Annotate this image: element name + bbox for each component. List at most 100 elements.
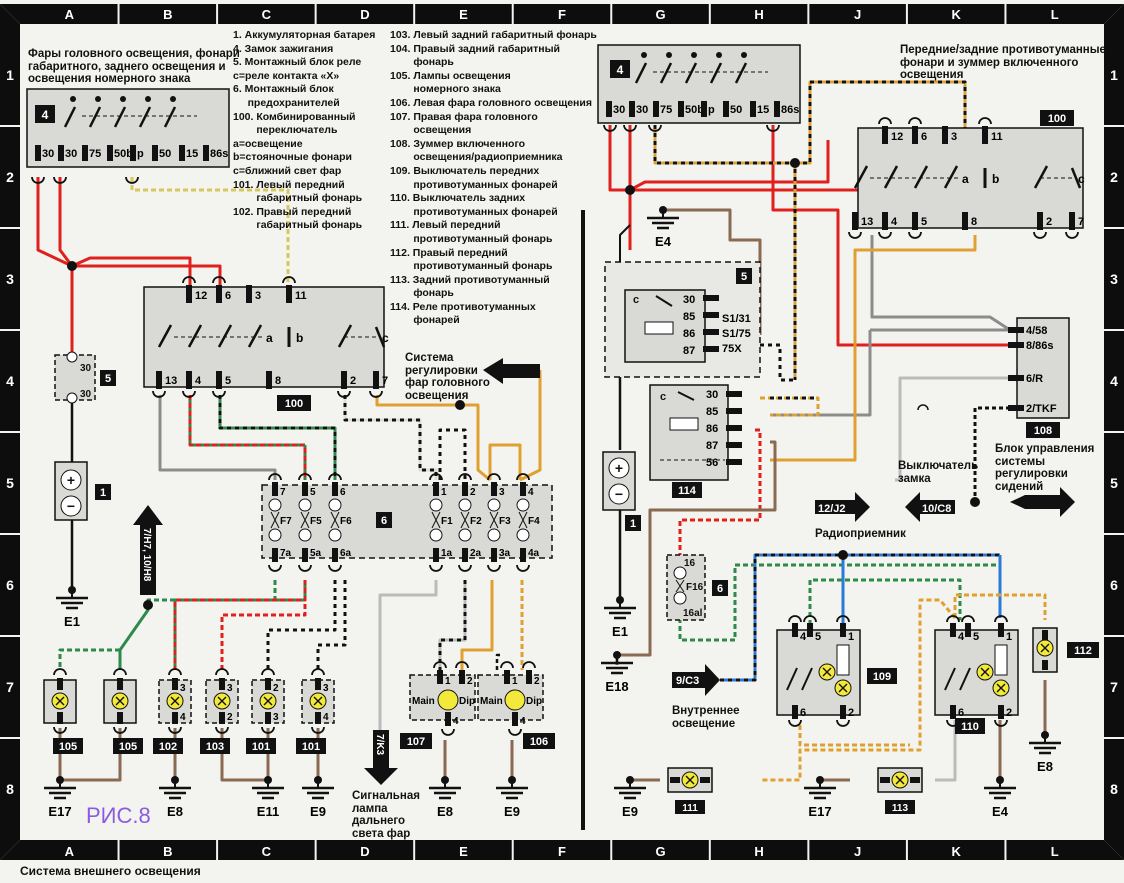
combo-top-pin <box>216 285 222 303</box>
fog-switch-pin-label: 6 <box>958 707 964 719</box>
socket <box>908 117 922 125</box>
headlamp-pin <box>504 670 510 684</box>
ignition-terminal-pin <box>35 145 41 161</box>
fuse-name: F2 <box>470 516 482 527</box>
ground-label: E9 <box>622 804 638 819</box>
column-label: E <box>459 844 468 859</box>
lamp-id-badge <box>296 738 326 754</box>
ignition-terminal-pin <box>203 145 209 161</box>
ignition-terminal-pin <box>774 101 780 117</box>
combo-bottom-pin <box>156 371 162 389</box>
combo-bottom-pin-label: 2 <box>350 375 356 387</box>
combo-bottom-pin <box>912 212 918 230</box>
lamp-bulb-icon <box>259 692 277 710</box>
fuse-link <box>460 511 470 529</box>
ignition-terminal-label: 50 <box>730 104 742 116</box>
lamp-pin <box>315 678 321 690</box>
fuse-out-label: 7a <box>280 548 292 559</box>
column-label: A <box>65 7 75 22</box>
fuse-out-label: 5a <box>310 548 322 559</box>
switch-node <box>641 52 647 58</box>
lamp-id-badge <box>153 738 183 754</box>
lamp-bulb-icon <box>309 692 327 710</box>
lamp-bulb-icon <box>213 692 231 710</box>
seat-arrow <box>1010 487 1075 517</box>
combo-bottom-pin <box>962 212 968 230</box>
switch-node <box>741 52 747 58</box>
fuse-pin <box>332 548 338 562</box>
ignition-terminal-label: 30 <box>42 148 54 160</box>
row-label: 8 <box>1110 781 1118 797</box>
fog-switch-pin-label: 5 <box>815 631 821 643</box>
arrow-up-ref: 7/H7, 10/H8 <box>133 505 163 595</box>
fog-switch-pin <box>965 623 971 637</box>
headlamp-id-badge <box>523 733 555 749</box>
fog-switch-pin <box>792 623 798 637</box>
ignition-terminal-pin <box>130 145 136 161</box>
ground-label: E17 <box>48 804 71 819</box>
ignition-terminal-label: 50 <box>159 148 171 160</box>
relay-contact <box>655 295 673 307</box>
ignition-terminal-pin <box>723 101 729 117</box>
right-section-title: Передние/задние противотуманные фонари и… <box>900 44 1106 81</box>
switch-node <box>95 96 101 102</box>
combo-contact <box>943 165 959 189</box>
headlamp-id: 106 <box>530 736 548 748</box>
combo-top-pin-label: 6 <box>225 290 231 302</box>
arrow-up-label: 7/H7, 10/H8 <box>141 528 152 582</box>
switch-contact <box>63 106 77 128</box>
combo-bottom-pin-label: 13 <box>165 375 177 387</box>
fog-switch-contact <box>786 667 798 691</box>
lamp-pin <box>265 712 271 724</box>
ignition-terminal-pin <box>750 101 756 117</box>
headlamp-leveling-arrow <box>483 358 540 384</box>
socket <box>908 231 922 239</box>
combo-contact <box>913 165 929 189</box>
ignition-terminal-pin <box>179 145 185 161</box>
ground-label: E4 <box>655 234 672 249</box>
switch-contact <box>709 62 723 84</box>
fuse-name: F5 <box>310 516 322 527</box>
lamp-pin <box>172 678 178 690</box>
combo-top-pin-label: 11 <box>991 131 1003 143</box>
row-label: 2 <box>1110 169 1118 185</box>
fuse-pin <box>462 482 468 496</box>
headlamp-id-badge <box>400 733 432 749</box>
headlamp-pin <box>526 670 532 684</box>
combo-function-label: b <box>296 331 303 345</box>
ignition-terminal-label: 75 <box>89 148 101 160</box>
ground-label: E9 <box>310 804 326 819</box>
fog-switch-pin <box>792 705 798 719</box>
fog-lamp-pin <box>700 777 710 783</box>
fuse-link <box>489 511 499 529</box>
ignition-terminal-label: 30 <box>636 104 648 116</box>
row-label: 4 <box>6 373 14 389</box>
relay-c-pin <box>703 295 719 301</box>
ground-symbol-icon <box>427 774 463 800</box>
combo-contact <box>247 324 263 348</box>
switch-node <box>120 96 126 102</box>
buzzer-pin <box>1008 405 1024 411</box>
socket <box>369 390 383 398</box>
socket <box>458 564 472 572</box>
fuse-pin <box>520 482 526 496</box>
lamp-pin-label: 3 <box>180 683 186 694</box>
fog-relay-pin <box>726 408 742 414</box>
fuse-block-id: 6 <box>381 515 387 527</box>
relay-output-label: S1/31 <box>722 313 751 325</box>
headlamp-pin-label: 2 <box>534 676 540 687</box>
ignition-terminal-label: 30 <box>613 104 625 116</box>
fuse-block-id-right: 6 <box>717 583 723 595</box>
fuse-pin <box>462 548 468 562</box>
headlamp-bulb-icon <box>437 689 459 711</box>
ignition-terminal-label: 15 <box>186 148 198 160</box>
relay-block-id-right: 5 <box>741 271 747 283</box>
fuse-name: F3 <box>499 516 511 527</box>
fog-lamp-id: 112 <box>1074 645 1092 657</box>
socket <box>848 231 862 239</box>
ground-symbol-icon <box>54 584 90 610</box>
combo-top-pin-label: 3 <box>255 290 261 302</box>
